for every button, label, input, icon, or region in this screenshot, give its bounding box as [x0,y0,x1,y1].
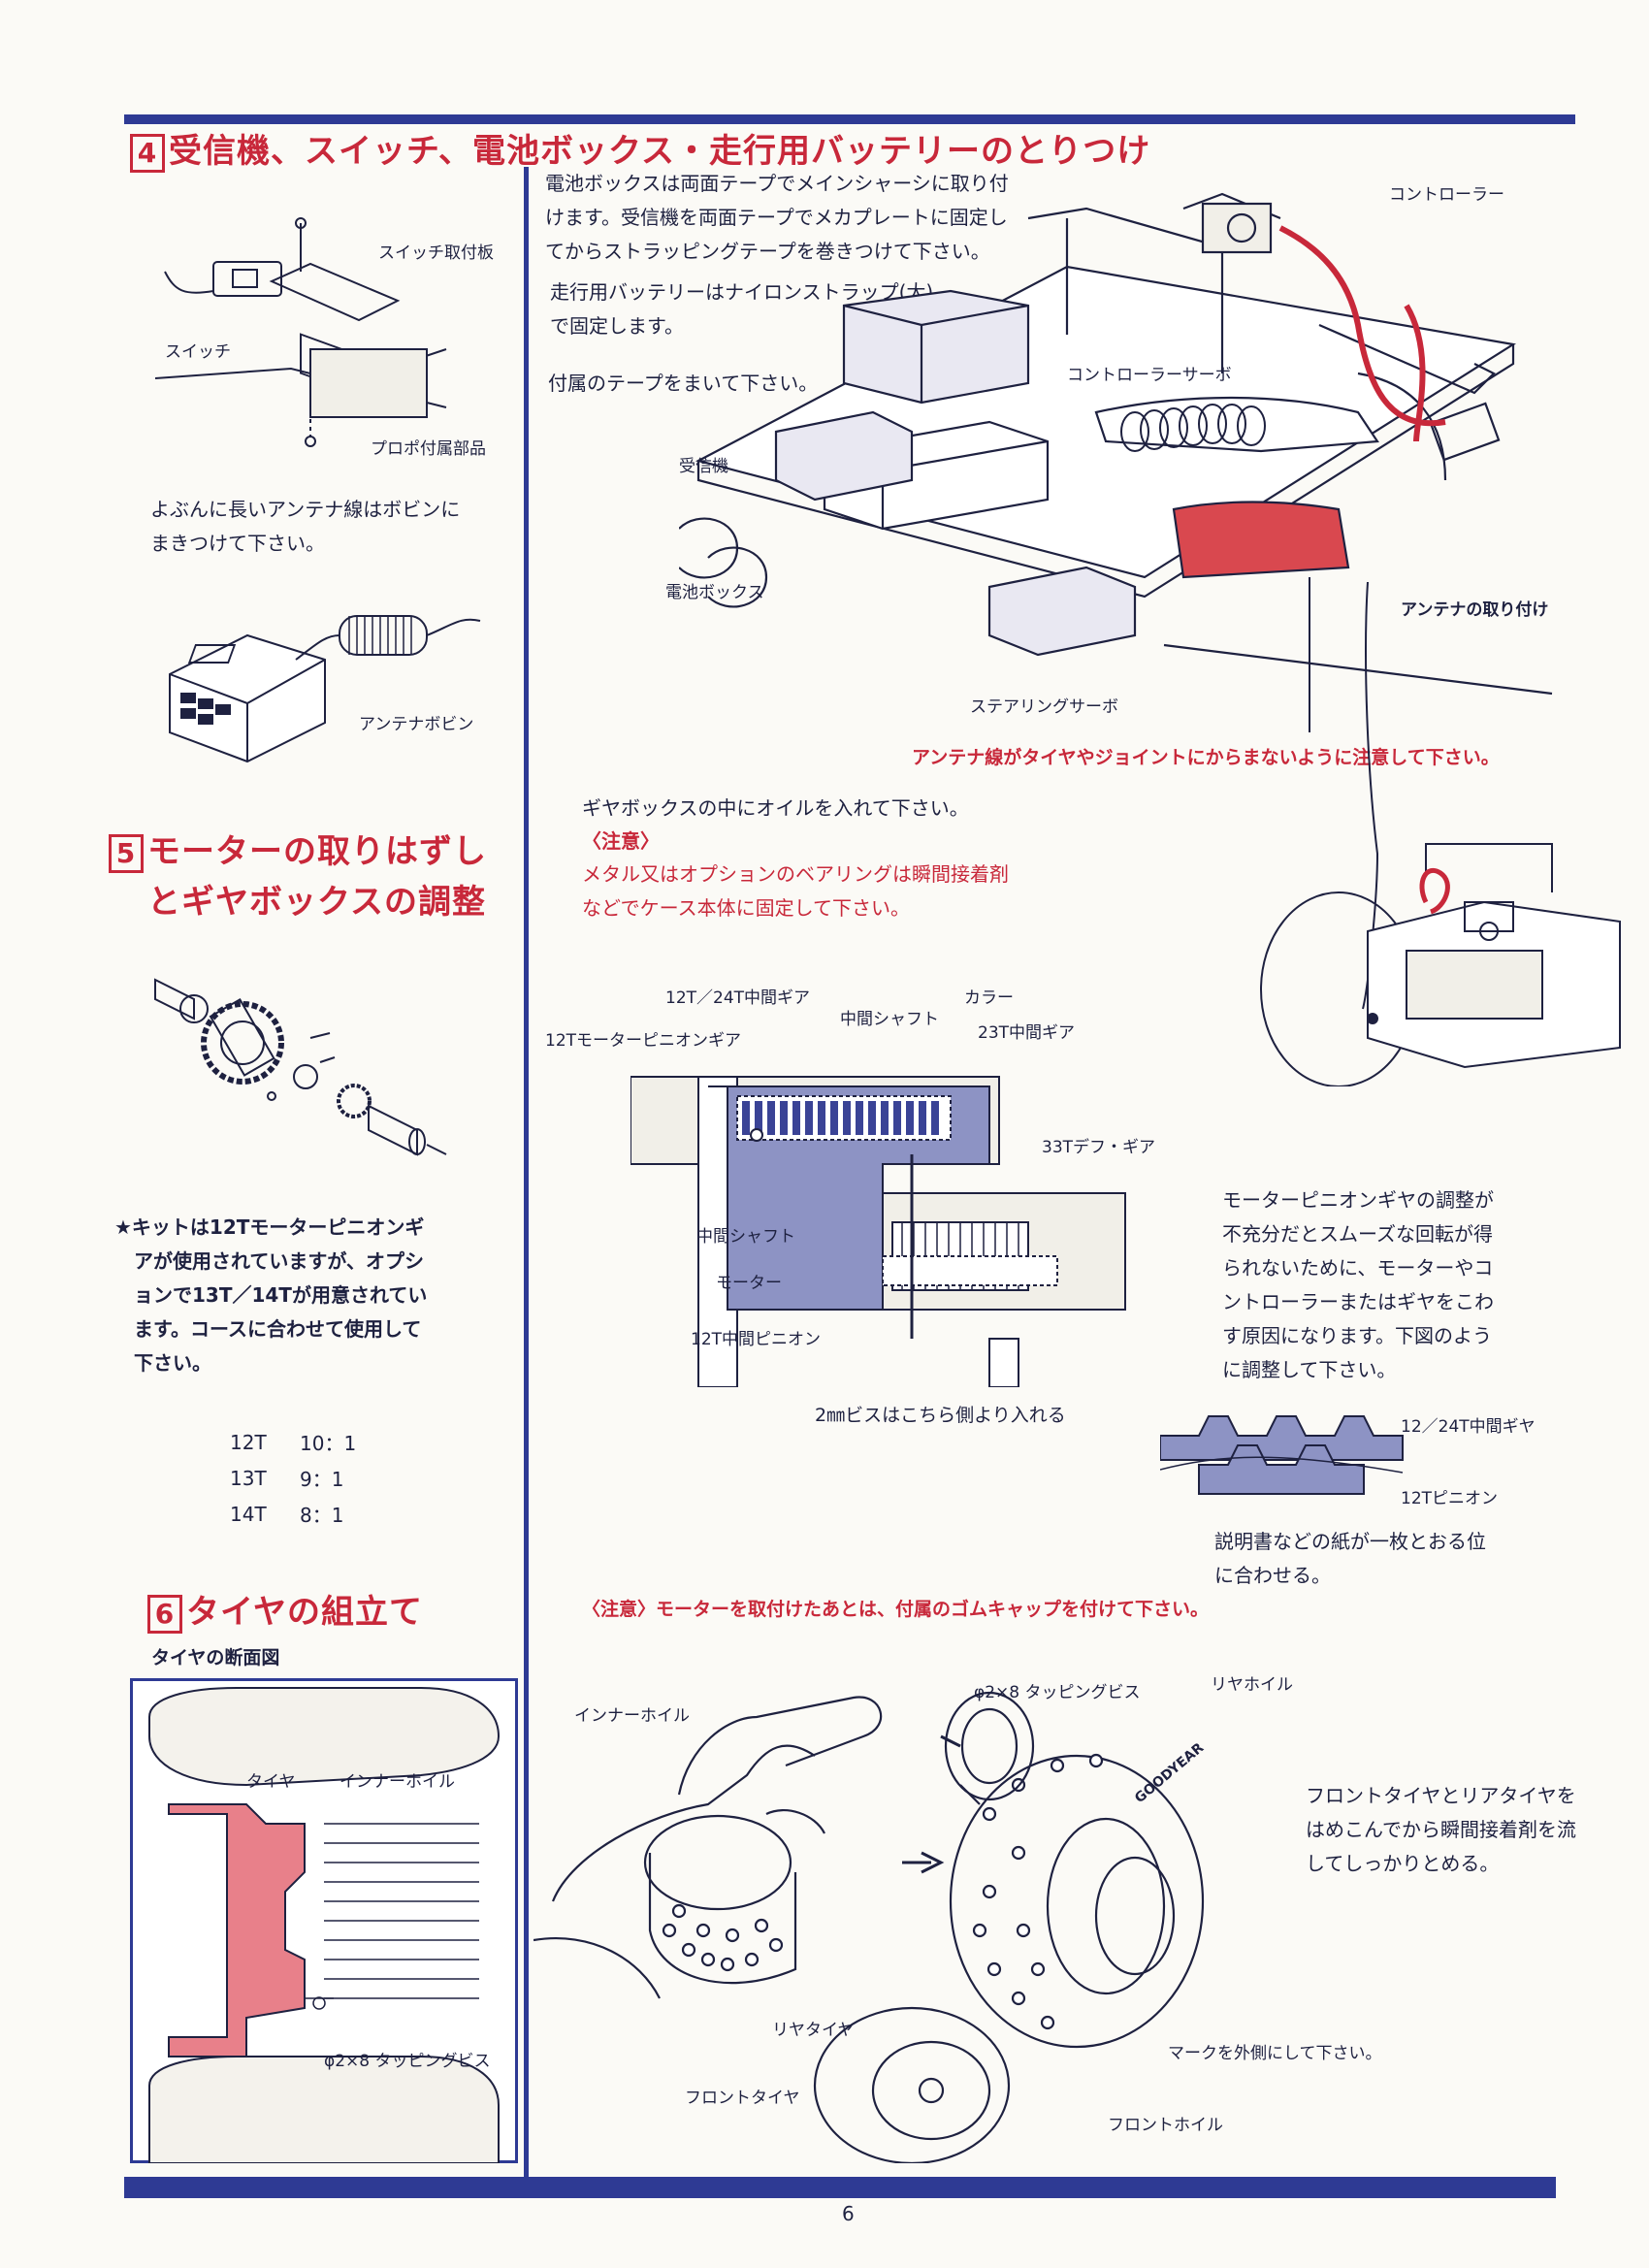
paper-gap-note: 説明書などの紙が一枚とおる位 に合わせる。 [1214,1530,1486,1587]
inner-wheel-label: インナーホイル [340,1772,455,1792]
tapping-screw-label: φ2×8 タッピングビス [324,2052,491,2071]
screw-direction-note: 2㎜ビスはこちら側より入れる [815,1405,1066,1426]
chassis-illustration [679,192,1553,732]
mid-shaft-top-label: 中間シャフト [840,1010,939,1029]
propo-parts-label: プロポ付属部品 [371,439,486,459]
tire-cross-section-label: タイヤの断面図 [151,1647,280,1669]
mesh-bottom-label: 12Tピニオン [1401,1489,1499,1508]
controller-label: コントローラー [1389,185,1504,205]
section-4-number: 4 [130,133,165,173]
steering-servo-label: ステアリングサーボ [970,697,1118,717]
ratio-value: 9：1 [300,1468,344,1491]
inner-wheel-assembly-label: インナーホイル [574,1706,690,1726]
section-6-number: 6 [147,1594,182,1634]
section-6-title: タイヤの組立て [186,1593,423,1632]
antenna-warning: アンテナ線がタイヤやジョイントにからまないように注意して下さい。 [912,747,1500,768]
mesh-top-label: 12／24T中間ギヤ [1401,1417,1536,1437]
motor-pinion-label: 12Tモーターピニオンギア [545,1031,742,1051]
antenna-bobbin-label: アンテナボビン [359,715,474,734]
gear-ratio-table: 12T 10：1 13T 9：1 14T 8：1 [229,1424,357,1532]
gear-exploded-illustration [154,978,447,1156]
ratio-teeth: 14T [230,1502,267,1526]
section-5-title-line1: モーターの取りはずし [147,832,487,871]
collar-label: カラー [964,988,1014,1008]
ratio-row: 13T 9：1 [229,1460,357,1496]
mark-outward-label: マークを外側にして下さい。 [1168,2044,1382,2063]
column-divider-vertical [524,167,529,2177]
tire-label: タイヤ [246,1772,296,1792]
pinion-adjust-note: モーターピニオンギヤの調整が 不充分だとスムーズな回転が得 られないために、モー… [1222,1188,1494,1381]
section-4-instruction-2: 走行用バッテリーはナイロンストラップ(大) で固定します。 [550,280,934,338]
tire-glue-note: フロントタイヤとリアタイヤを はめこんでから瞬間接着剤を流 してしっかりとめる。 [1306,1784,1576,1875]
kit-pinion-note: ★キットは12Tモーターピニオンギ アが使用されていますが、オプシ ョンで13T… [114,1215,428,1375]
rear-wheel-label: リヤホイル [1211,1675,1293,1695]
ratio-row: 14T 8：1 [229,1496,357,1532]
antenna-routing-illustration [1260,582,1621,1086]
controller-servo-label: コントローラーサーボ [1067,366,1232,385]
section-4-instruction-1: 電池ボックスは両面テープでメインシャーシに取り付 けます。受信機を両面テープでメ… [545,172,1009,263]
antenna-bobbin-illustration [169,615,481,763]
gear-23-label: 23T中間ギア [978,1023,1076,1043]
rear-tire-label: リヤタイヤ [772,2021,855,2040]
tire-assembly-illustration [534,1691,1205,2163]
tire-cross-section-illustration [130,1678,518,2163]
section-5-number: 5 [109,833,144,873]
switch-label: スイッチ [165,342,231,362]
ratio-row: 12T 10：1 [229,1424,357,1460]
antenna-mount-label: アンテナの取り付け [1401,600,1549,620]
section-5-title-line2: とギヤボックスの調整 [147,883,486,922]
switch-mount-plate-label: スイッチ取付板 [378,243,494,263]
switch-mount-illustration [155,217,447,447]
oil-note: ギヤボックスの中にオイルを入れて下さい。 [582,796,969,820]
receiver-label: 受信機 [679,457,728,476]
page-number: 6 [842,2202,855,2225]
battery-box-label: 電池ボックス [665,583,764,602]
caution-body: メタル又はオプションのベアリングは瞬間接着剤 などでケース本体に固定して下さい。 [582,862,1009,920]
front-tire-label: フロントタイヤ [685,2089,800,2108]
diff-gear-label: 33Tデフ・ギア [1042,1138,1156,1157]
section-4-instruction-3: 付属のテープをまいて下さい。 [548,372,819,395]
bottom-rule [124,2177,1556,2198]
pinion-12-label: 12T中間ピニオン [691,1330,822,1349]
ratio-value: 8：1 [300,1504,344,1527]
mid-shaft-label: 中間シャフト [696,1227,795,1247]
ratio-teeth: 12T [230,1430,267,1454]
tapping-screw-assembly-label: φ2×8 タッピングビス [974,1683,1141,1702]
top-rule [124,114,1575,124]
antenna-bobbin-note: よぶんに長いアンテナ線はボビンに まきつけて下さい。 [150,498,461,555]
ratio-value: 10：1 [300,1432,357,1455]
section-4-title: 受信機、スイッチ、電池ボックス・走行用バッテリーのとりつけ [169,132,1151,171]
ratio-teeth: 13T [230,1466,267,1490]
caution-head: 〈注意〉 [582,829,660,853]
gear-12-24-label: 12T／24T中間ギア [665,988,811,1008]
motor-label: モーター [716,1274,782,1293]
gearbox-illustration [630,1076,1126,1387]
motor-cap-caution: 〈注意〉モーターを取付けたあとは、付属のゴムキャップを付けて下さい。 [582,1599,1210,1620]
gear-mesh-illustration [1160,1415,1404,1495]
front-wheel-label: フロントホイル [1108,2116,1223,2135]
